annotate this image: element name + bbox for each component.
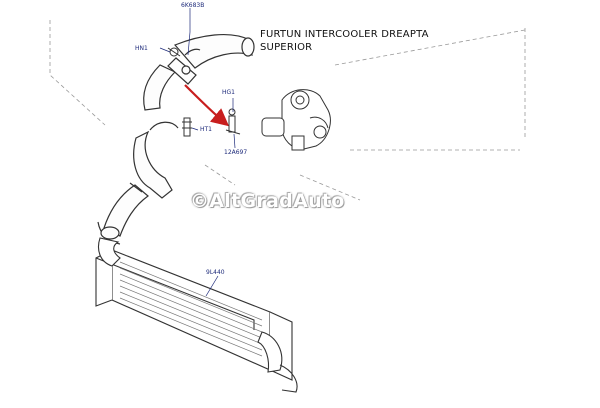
label-fitting-right: HG1 <box>222 89 235 96</box>
intercooler <box>95 237 298 393</box>
upper-hose <box>143 34 255 111</box>
throttle-body <box>261 89 331 151</box>
title-line-2: SUPERIOR <box>260 42 313 53</box>
lower-hose <box>97 121 179 245</box>
label-sensor-small: 12A697 <box>224 149 248 156</box>
sensor-ht1 <box>182 117 192 137</box>
frame-lines <box>49 20 526 201</box>
title-line-1: FURTUN INTERCOOLER DREAPTA <box>260 29 429 40</box>
label-intercooler: 9L440 <box>206 269 225 276</box>
clamp-hn1 <box>167 47 181 57</box>
indicator-arrow <box>184 84 230 127</box>
label-clamp-left: HN1 <box>135 45 148 52</box>
watermark: ©AltGradAuto <box>190 190 345 212</box>
sensor-hg1 <box>225 108 241 135</box>
label-hose-top: 6K683B <box>181 2 205 9</box>
diagram-title: FURTUN INTERCOOLER DREAPTA SUPERIOR <box>260 28 429 54</box>
label-sensor: HT1 <box>200 126 212 133</box>
leader-lines <box>159 8 236 297</box>
